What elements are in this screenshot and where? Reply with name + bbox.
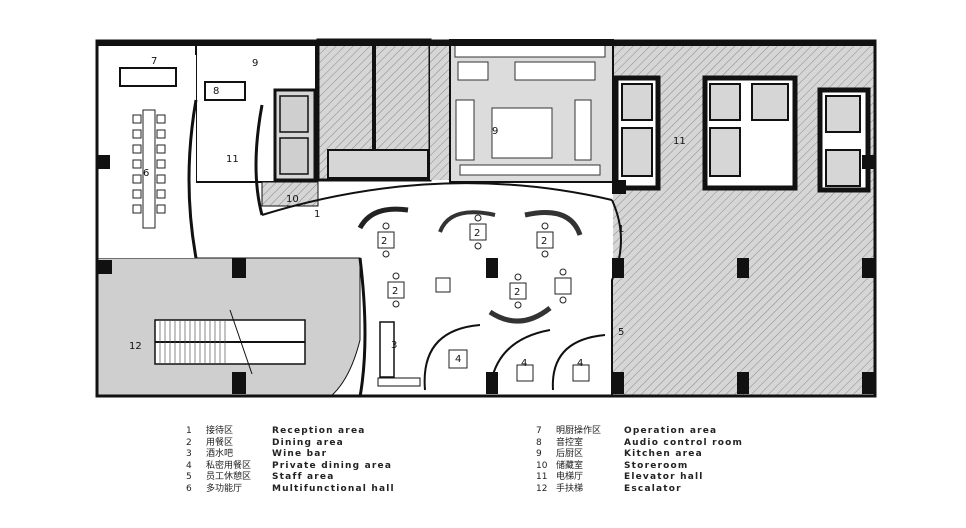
legend-en: Private dining area (272, 460, 393, 471)
svg-text:11: 11 (673, 136, 686, 147)
svg-text:3: 3 (391, 340, 397, 351)
legend-cn: 音控室 (556, 437, 584, 448)
legend-cn: 手扶梯 (556, 483, 584, 494)
legend-cn: 私密用餐区 (206, 460, 252, 471)
legend-item: 10 储藏室 Storeroom (536, 461, 743, 473)
legend-number: 4 (186, 460, 192, 471)
legend-item: 5 员工休憩区 Staff area (186, 472, 395, 484)
svg-text:7: 7 (151, 56, 157, 67)
legend-number: 12 (536, 483, 548, 494)
legend-en: Staff area (272, 472, 335, 483)
svg-text:9: 9 (492, 126, 498, 137)
svg-text:2: 2 (514, 287, 520, 298)
svg-text:5: 5 (618, 327, 624, 338)
wine-bar-counter (379, 321, 395, 378)
legend-en: Dining area (272, 437, 344, 448)
legend-item: 2 用餐区 Dining area (186, 438, 395, 450)
svg-text:6: 6 (143, 168, 149, 179)
dining-tables (377, 214, 590, 382)
legend-item: 9 后厨区 Kitchen area (536, 449, 743, 461)
svg-text:12: 12 (129, 341, 142, 352)
legend-item: 8 音控室 Audio control room (536, 438, 743, 450)
legend-en: Audio control room (624, 437, 744, 448)
svg-text:4: 4 (455, 354, 461, 365)
svg-text:2: 2 (381, 236, 387, 247)
escalator (154, 309, 306, 375)
legend-number: 9 (536, 449, 542, 460)
legend-cn: 接待区 (206, 426, 234, 436)
legend-en: Elevator hall (624, 472, 704, 483)
legend-item: 3 酒水吧 Wine bar (186, 449, 395, 461)
svg-text:8: 8 (213, 86, 219, 97)
legend-item: 1 接待区 Reception area (186, 426, 395, 438)
legend-cn: 储藏室 (556, 460, 584, 471)
legend-cn: 用餐区 (206, 437, 234, 448)
legend-en: Kitchen area (624, 449, 703, 460)
banquet-table (132, 109, 166, 229)
legend-number: 2 (186, 437, 192, 448)
svg-text:4: 4 (577, 358, 583, 369)
legend-en: Wine bar (272, 449, 328, 460)
legend-number: 5 (186, 472, 192, 483)
legend-cn: 电梯厅 (556, 472, 584, 483)
svg-text:2: 2 (474, 228, 480, 239)
legend-cn: 酒水吧 (206, 449, 234, 460)
legend-cn: 多功能厅 (206, 483, 243, 494)
legend-number: 7 (536, 426, 542, 436)
legend-number: 1 (186, 426, 192, 436)
legend-cn: 员工休憩区 (206, 472, 252, 483)
legend-number: 6 (186, 483, 192, 494)
legend-left: 1 接待区 Reception area 2 用餐区 Dining area 3 酒水吧 W… (186, 426, 395, 496)
svg-text:2: 2 (541, 236, 547, 247)
legend-item: 6 多功能厅 Multifunctional hall (186, 484, 395, 496)
legend-number: 8 (536, 437, 542, 448)
legend-item: 4 私密用餐区 Private dining area (186, 461, 395, 473)
legend-item: 11 电梯厅 Elevator hall (536, 472, 743, 484)
legend-en: Reception area (272, 426, 366, 436)
legend-right: 7 明厨操作区 Operation area 8 音控室 Audio control r… (536, 426, 743, 496)
legend-number: 11 (536, 472, 548, 483)
svg-text:2: 2 (392, 286, 398, 297)
svg-text:1: 1 (618, 224, 624, 235)
legend-en: Storeroom (624, 460, 689, 471)
legend-en: Escalator (624, 483, 682, 494)
svg-text:4: 4 (521, 358, 527, 369)
legend-item: 12 手扶梯 Escalator (536, 484, 743, 496)
legend-en: Multifunctional hall (272, 483, 395, 494)
legend-cn: 明厨操作区 (556, 426, 602, 436)
legend-en: Operation area (624, 426, 718, 436)
legend-cn: 后厨区 (556, 449, 584, 460)
columns (98, 155, 874, 394)
svg-text:10: 10 (286, 194, 299, 205)
room-labels: 1 1 2 2 2 2 2 3 4 4 4 5 6 7 8 9 9 10 11 … (129, 56, 686, 369)
svg-text:9: 9 (252, 58, 258, 69)
legend-number: 10 (536, 460, 548, 471)
svg-text:11: 11 (226, 154, 239, 165)
svg-text:1: 1 (314, 209, 320, 220)
legend-item: 7 明厨操作区 Operation area (536, 426, 743, 438)
legend-number: 3 (186, 449, 192, 460)
